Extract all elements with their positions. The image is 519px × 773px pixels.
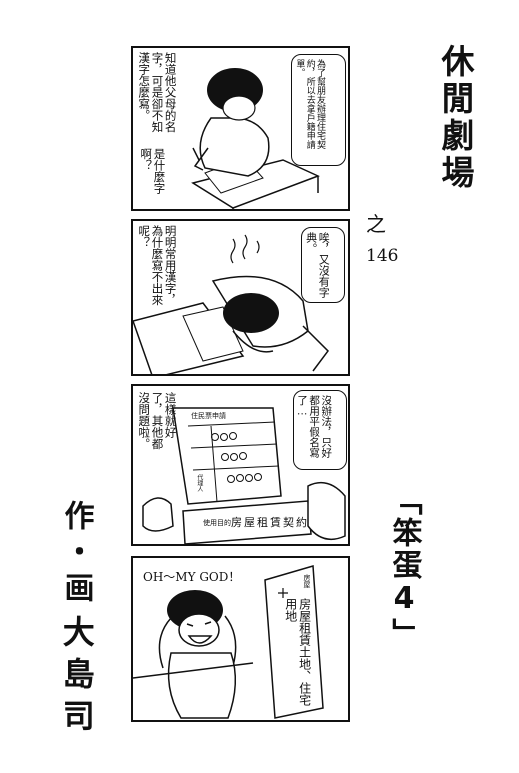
- panel-3-art: [142, 407, 346, 544]
- panel-4-sign-text: 房屋租賃土地、住宅用地: [283, 598, 312, 706]
- panel-3-speech-bubble: 沒辦法，只好都用平假名寫了…: [293, 390, 347, 470]
- episode-prefix: 之: [366, 212, 386, 236]
- panel-4-sign-small: 房屋: [303, 574, 312, 588]
- series-title: 休閒劇場: [435, 44, 475, 192]
- panel-1-narration: 知道他父母的名字，可是卻不知漢字怎麼寫。: [137, 52, 178, 133]
- episode-number: 146: [366, 246, 399, 266]
- panel-2-narration: 明明常用漢字，為什麼寫不出來呢？: [137, 225, 178, 306]
- form-purpose-value: 房屋租賃契約: [231, 516, 309, 529]
- comic-panel-1: 知道他父母的名字，可是卻不知漢字怎麼寫。 為了幫朋友辦理住宅契約，所以去拿戶籍申…: [131, 46, 350, 211]
- panel-2-speech-text: 唉，又沒有字典。: [304, 232, 331, 298]
- panel-4-exclaim: OH～MY GOD！: [143, 570, 241, 584]
- form-side-label: 代理人: [195, 474, 203, 492]
- panel-1-bottom-text: 是什麼字啊？: [139, 148, 167, 194]
- comic-panel-3: 住民票申請 代理人 使用目的 房屋租賃契約 這樣就好了，其他都沒問題啦。 沒辦法…: [131, 384, 350, 546]
- panel-4-art: [133, 565, 324, 719]
- comic-panel-4: OH～MY GOD！ 房屋 房屋租賃土地、住宅用地: [131, 556, 350, 722]
- panel-3-narration: 這樣就好了，其他都沒問題啦。: [137, 392, 178, 450]
- credit-role: 作・画: [58, 500, 94, 608]
- panel-3-speech-text: 沒辦法，只好都用平假名寫了…: [296, 395, 333, 458]
- story-title: 「笨蛋4」: [386, 485, 422, 650]
- panel-1-art: [191, 68, 320, 209]
- panel-1-speech-text: 為了幫朋友辦理住宅契約，所以去拿戶籍申請單。: [294, 59, 326, 149]
- comic-panel-2: 明明常用漢字，為什麼寫不出來呢？ 唉，又沒有字典。: [131, 219, 350, 376]
- form-header: 住民票申請: [191, 412, 226, 420]
- panel-1-speech-bubble: 為了幫朋友辦理住宅契約，所以去拿戶籍申請單。: [291, 54, 346, 166]
- panel-2-speech-bubble: 唉，又沒有字典。: [301, 227, 345, 303]
- credit-author: 大島司: [57, 615, 96, 741]
- panel-2-art: [133, 234, 329, 374]
- form-purpose-label: 使用目的: [203, 519, 231, 527]
